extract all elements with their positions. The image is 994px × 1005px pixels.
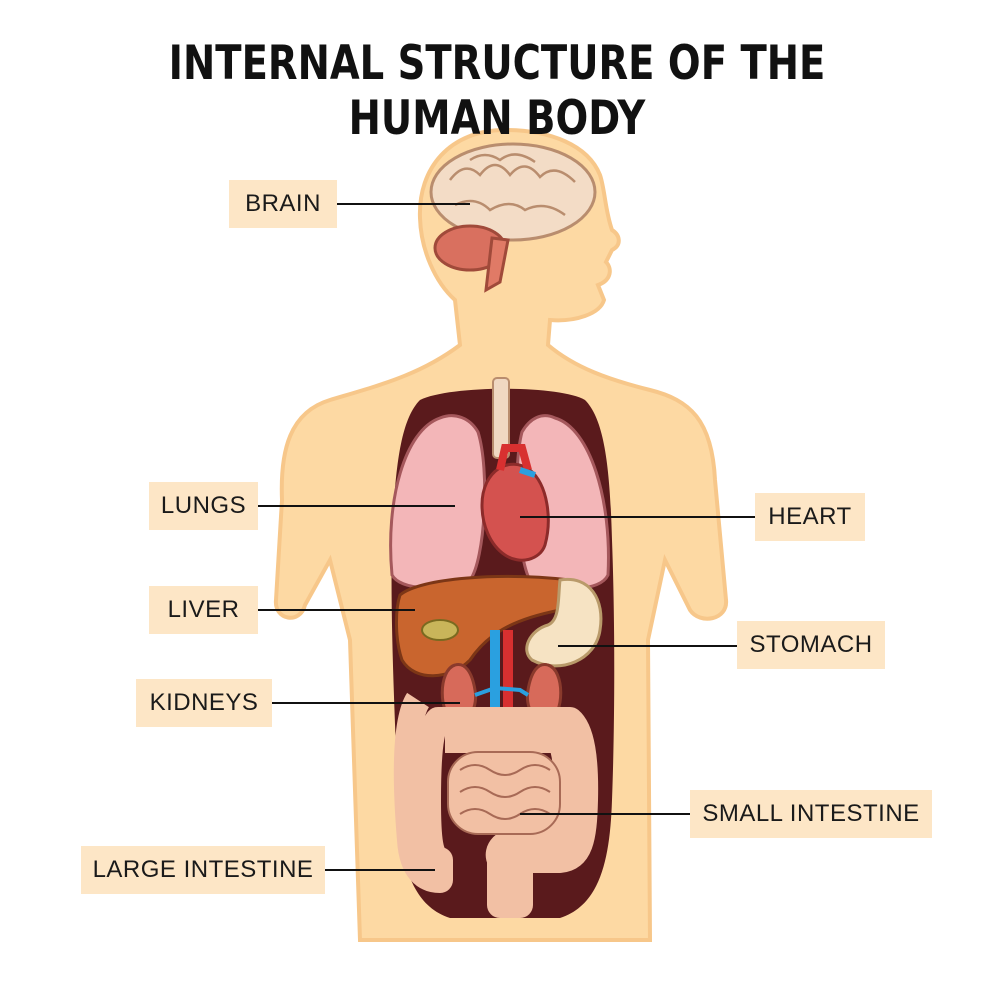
large-intestine-organ bbox=[393, 692, 599, 918]
label-stomach: STOMACH bbox=[737, 621, 885, 669]
label-kidneys: KIDNEYS bbox=[136, 679, 272, 727]
brain-folds bbox=[449, 153, 576, 217]
cerebrum bbox=[429, 142, 597, 242]
brain-illustration bbox=[429, 142, 597, 293]
gallbladder bbox=[421, 619, 459, 641]
liver-organ bbox=[394, 575, 581, 678]
label-small-intestine: SMALL INTESTINE bbox=[690, 790, 932, 838]
page-title: INTERNAL STRUCTURE OF THE HUMAN BODY bbox=[168, 36, 826, 146]
heart-organ bbox=[480, 462, 550, 562]
small-intestine-mass bbox=[447, 751, 561, 835]
small-intestine-organ bbox=[447, 751, 561, 835]
renal-vessels bbox=[474, 685, 530, 697]
brain-stem bbox=[484, 236, 510, 293]
heart-vessel bbox=[519, 467, 536, 478]
label-lungs: LUNGS bbox=[149, 482, 258, 530]
label-heart: HEART bbox=[755, 493, 865, 541]
label-liver: LIVER bbox=[149, 586, 258, 634]
label-brain: BRAIN bbox=[229, 180, 337, 228]
leader-lines bbox=[258, 203, 755, 871]
heart-aorta bbox=[496, 444, 532, 472]
small-intestine-coils bbox=[459, 764, 551, 820]
label-large-intestine: LARGE INTESTINE bbox=[81, 846, 325, 894]
